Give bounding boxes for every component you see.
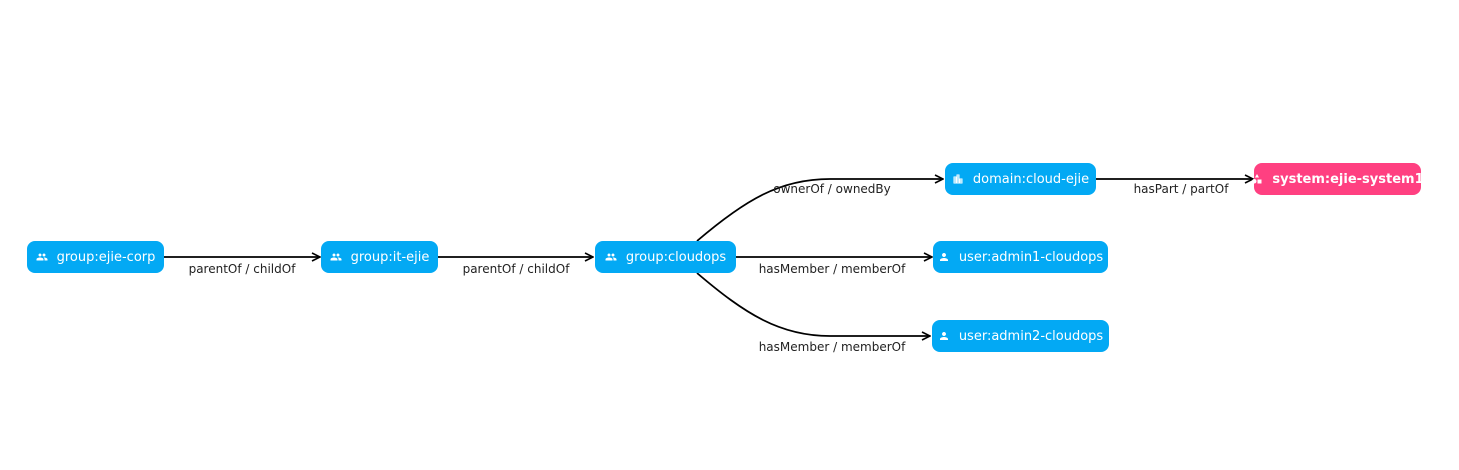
node-label: user:admin2-cloudops bbox=[958, 328, 1104, 344]
group-icon bbox=[605, 251, 617, 263]
node-label: group:it-ejie bbox=[350, 249, 430, 265]
group-icon bbox=[36, 251, 48, 263]
node-user-admin1-cloudops[interactable]: user:admin1-cloudops bbox=[933, 241, 1108, 273]
node-label: system:ejie-system1 bbox=[1272, 171, 1424, 187]
domain-icon bbox=[952, 173, 964, 185]
edge-label-cloudops-to-admin2: hasMember / memberOf bbox=[758, 340, 906, 354]
node-domain-cloud-ejie[interactable]: domain:cloud-ejie bbox=[945, 163, 1096, 195]
edge-label-cloudops-to-admin1: hasMember / memberOf bbox=[758, 262, 906, 276]
edge-label-it-to-cloudops: parentOf / childOf bbox=[462, 262, 570, 276]
group-icon bbox=[330, 251, 342, 263]
node-label: user:admin1-cloudops bbox=[958, 249, 1104, 265]
system-icon bbox=[1251, 173, 1263, 185]
edge-label-domain-to-system: hasPart / partOf bbox=[1133, 182, 1229, 196]
user-icon bbox=[938, 330, 950, 342]
edge-label-cloudops-to-domain: ownerOf / ownedBy bbox=[773, 182, 891, 196]
node-user-admin2-cloudops[interactable]: user:admin2-cloudops bbox=[932, 320, 1109, 352]
node-label: group:ejie-corp bbox=[56, 249, 156, 265]
node-group-ejie-corp[interactable]: group:ejie-corp bbox=[27, 241, 164, 273]
node-group-cloudops[interactable]: group:cloudops bbox=[595, 241, 736, 273]
node-group-it-ejie[interactable]: group:it-ejie bbox=[321, 241, 438, 273]
edge-cloudops-to-admin2 bbox=[696, 272, 930, 336]
user-icon bbox=[938, 251, 950, 263]
node-system-ejie-system1[interactable]: system:ejie-system1 bbox=[1251, 163, 1424, 195]
edge-cloudops-to-domain bbox=[696, 179, 943, 242]
edge-label-corp-to-it: parentOf / childOf bbox=[188, 262, 296, 276]
node-label: domain:cloud-ejie bbox=[972, 171, 1090, 187]
node-label: group:cloudops bbox=[625, 249, 727, 265]
